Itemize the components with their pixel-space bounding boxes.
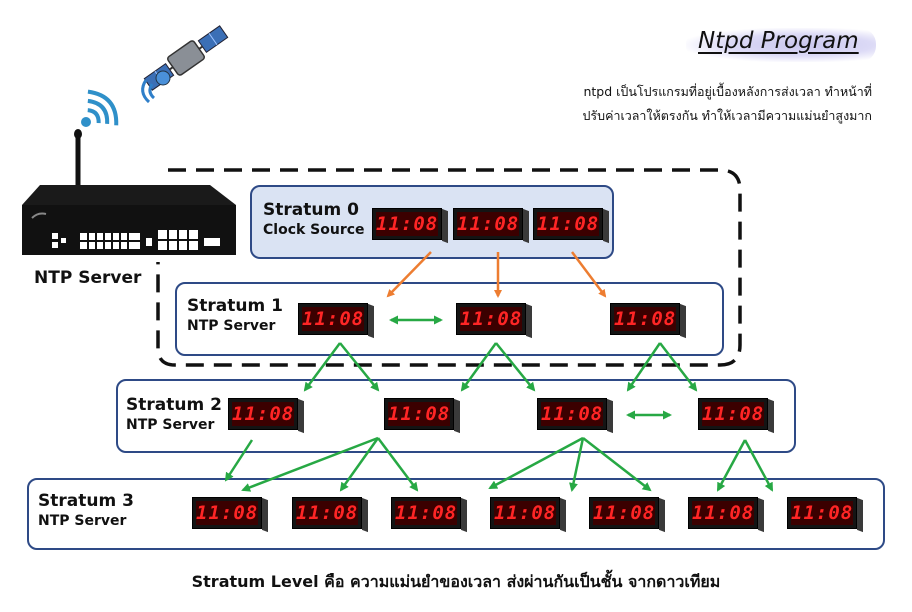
stratum-3-clock-1: 11:08: [192, 497, 268, 533]
clock-side: [454, 398, 460, 434]
ntp-server-boundary: [156, 168, 742, 367]
stratum-1-role: NTP Server: [187, 318, 276, 334]
clock-digits: 11:08: [593, 501, 656, 525]
clock-side: [768, 398, 774, 434]
clock-side: [607, 398, 613, 434]
clock-side: [526, 303, 532, 339]
clock-digits: 11:08: [457, 212, 520, 236]
green-arrows: [224, 315, 774, 492]
clock-digits: 11:08: [692, 501, 755, 525]
stratum-3-clock-4: 11:08: [490, 497, 566, 533]
clock-digits: 11:08: [296, 501, 359, 525]
stratum-3-label: Stratum 3 NTP Server: [38, 491, 134, 531]
clock-side: [442, 208, 448, 244]
clock-side: [603, 208, 609, 244]
stratum-3-clock-2: 11:08: [292, 497, 368, 533]
stratum-2-clock-1: 11:08: [228, 398, 304, 434]
caption: Stratum Level คือ ความแม่นยำของเวลา ส่งผ…: [191, 572, 721, 591]
stratum-3-clock-5: 11:08: [589, 497, 665, 533]
stratum-0-clock-1: 11:08: [372, 208, 448, 244]
clock-digits: 11:08: [541, 402, 604, 426]
stratum-2-name: Stratum 2: [126, 395, 222, 415]
ntp-server-device-icon: [22, 129, 236, 255]
clock-digits: 11:08: [395, 501, 458, 525]
stratum-2-clock-3: 11:08: [537, 398, 613, 434]
description-line-2: ปรับค่าเวลาให้ตรงกัน ทำให้เวลามีความแม่น…: [582, 108, 873, 123]
stratum-3-clock-7: 11:08: [787, 497, 863, 533]
satellite-icon: [141, 25, 229, 104]
clock-digits: 11:08: [232, 402, 295, 426]
stratum-1-label: Stratum 1 NTP Server: [187, 296, 283, 336]
stratum-3-role: NTP Server: [38, 513, 127, 529]
wifi-signal-icon: [81, 89, 119, 127]
stratum-2-role: NTP Server: [126, 417, 215, 433]
clock-digits: 11:08: [791, 501, 854, 525]
clock-side: [659, 497, 665, 533]
stratum-2-label: Stratum 2 NTP Server: [126, 395, 222, 435]
clock-side: [262, 497, 268, 533]
clock-digits: 11:08: [302, 307, 365, 331]
clock-side: [560, 497, 566, 533]
stratum-3-clock-3: 11:08: [391, 497, 467, 533]
orange-arrows: [386, 251, 607, 298]
stratum-2-clock-2: 11:08: [384, 398, 460, 434]
clock-side: [758, 497, 764, 533]
clock-side: [461, 497, 467, 533]
clock-side: [680, 303, 686, 339]
stratum-0-name: Stratum 0: [263, 200, 359, 220]
clock-digits: 11:08: [376, 212, 439, 236]
description-line-1: ntpd เป็นโปรแกรมที่อยู่เบื้องหลังการส่งเ…: [583, 84, 872, 99]
clock-digits: 11:08: [388, 402, 451, 426]
title-badge: Ntpd Program: [680, 22, 880, 66]
page-title: Ntpd Program: [698, 28, 859, 54]
clock-digits: 11:08: [460, 307, 523, 331]
clock-digits: 11:08: [614, 307, 677, 331]
stratum-0-clock-3: 11:08: [533, 208, 609, 244]
clock-digits: 11:08: [702, 402, 765, 426]
stratum-0-role: Clock Source: [263, 222, 365, 238]
clock-side: [857, 497, 863, 533]
ntp-server-label: NTP Server: [34, 268, 142, 288]
clock-side: [523, 208, 529, 244]
clock-digits: 11:08: [196, 501, 259, 525]
clock-side: [362, 497, 368, 533]
clock-side: [298, 398, 304, 434]
stratum-1-clock-1: 11:08: [298, 303, 374, 339]
stratum-1-clock-3: 11:08: [610, 303, 686, 339]
stratum-3-clock-6: 11:08: [688, 497, 764, 533]
clock-side: [368, 303, 374, 339]
stratum-0-label: Stratum 0 Clock Source: [263, 200, 365, 240]
clock-digits: 11:08: [537, 212, 600, 236]
stratum-1-name: Stratum 1: [187, 296, 283, 316]
stratum-1-clock-2: 11:08: [456, 303, 532, 339]
stratum-0-clock-2: 11:08: [453, 208, 529, 244]
stratum-2-clock-4: 11:08: [698, 398, 774, 434]
clock-digits: 11:08: [494, 501, 557, 525]
title-badge-background: [686, 28, 876, 62]
stratum-3-name: Stratum 3: [38, 491, 134, 511]
